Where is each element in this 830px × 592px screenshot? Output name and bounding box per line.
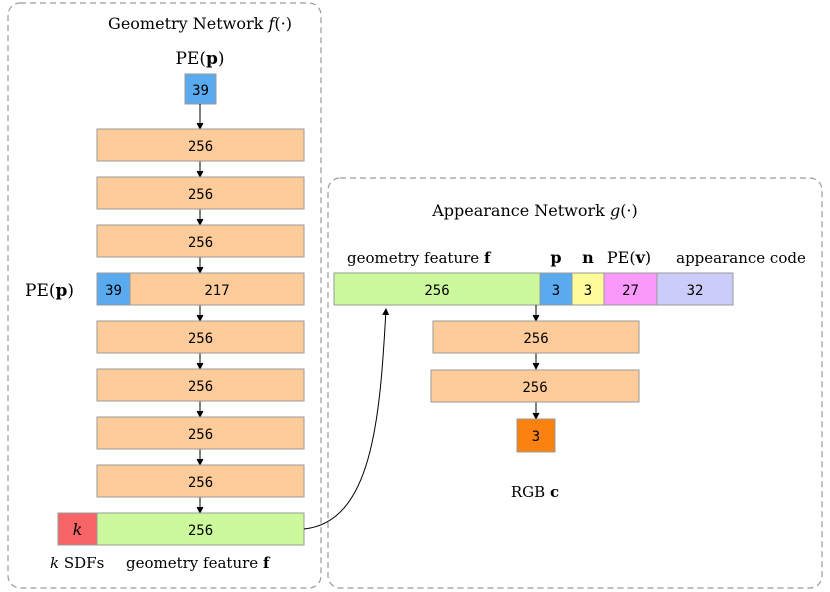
appearance-network-border: [327, 177, 823, 589]
appearance-pe-v-label: PE(v): [607, 248, 651, 267]
svg-text:256: 256: [424, 283, 449, 299]
geometry-layer-7: 256: [96, 464, 305, 498]
geometry-layer-2: 256: [96, 176, 305, 210]
feature-connection-arrow: [303, 308, 390, 530]
appearance-n-label: n: [582, 248, 594, 267]
sdf-caption: k SDFs: [50, 554, 104, 572]
svg-text:3: 3: [552, 283, 560, 299]
svg-text:39: 39: [105, 283, 122, 299]
geometry-skip-label: PE(p): [25, 281, 74, 301]
svg-text:256: 256: [188, 475, 213, 491]
geometry-network-panel: Geometry Network f(·) PE(p) 39 256: [7, 2, 322, 589]
geometry-network-border: [7, 2, 322, 589]
appearance-network-title: Appearance Network g(·): [431, 201, 638, 220]
svg-text:39: 39: [192, 83, 209, 99]
svg-text:256: 256: [188, 427, 213, 443]
appearance-network-panel: Appearance Network g(·) geometry feature…: [327, 177, 823, 589]
svg-text:256: 256: [188, 139, 213, 155]
geometry-network-title: Geometry Network f(·): [108, 14, 292, 33]
appearance-output-box: 3: [516, 418, 556, 453]
geometry-layer-1: 256: [96, 128, 305, 162]
svg-text:256: 256: [523, 331, 548, 347]
appearance-layer-1: 256: [432, 320, 640, 354]
svg-text:256: 256: [188, 235, 213, 251]
svg-text:27: 27: [622, 283, 639, 299]
svg-text:256: 256: [188, 523, 213, 539]
geometry-output-layer: k 256: [57, 512, 305, 546]
sdf-output-segment: [57, 512, 98, 546]
geometry-input-box: 39: [184, 73, 217, 105]
geometry-input-label: PE(p): [175, 49, 224, 69]
feature-output-segment: [96, 512, 305, 546]
appearance-input-vector: 256 3 3 27 32: [333, 272, 734, 306]
svg-text:256: 256: [188, 379, 213, 395]
appearance-code-label: appearance code: [676, 249, 806, 267]
geometry-layer-6: 256: [96, 416, 305, 450]
rgb-output-caption: RGB c: [511, 483, 559, 501]
geometry-skip-layer: 39 217: [96, 272, 305, 306]
input-feature-segment: [333, 272, 541, 306]
svg-text:256: 256: [188, 331, 213, 347]
svg-text:3: 3: [584, 283, 592, 299]
appearance-layer-2: 256: [430, 369, 640, 403]
geometry-feature-caption: geometry feature f: [126, 554, 271, 572]
geometry-layer-4: 256: [96, 320, 305, 354]
input-pe-v-segment: [603, 272, 658, 306]
skip-hidden-segment: [129, 272, 305, 306]
appearance-p-label: p: [550, 248, 561, 267]
svg-text:256: 256: [188, 187, 213, 203]
geometry-layer-3: 256: [96, 224, 305, 258]
svg-text:k: k: [73, 520, 83, 539]
svg-text:217: 217: [204, 283, 229, 299]
input-code-segment: [656, 272, 734, 306]
input-n-segment: [571, 272, 605, 306]
appearance-feature-label: geometry feature f: [347, 249, 492, 267]
input-p-segment: [539, 272, 573, 306]
svg-text:32: 32: [687, 283, 704, 299]
skip-pe-segment: [96, 272, 131, 306]
svg-text:256: 256: [522, 380, 547, 396]
geometry-layer-5: 256: [96, 368, 305, 402]
svg-text:3: 3: [532, 429, 540, 445]
